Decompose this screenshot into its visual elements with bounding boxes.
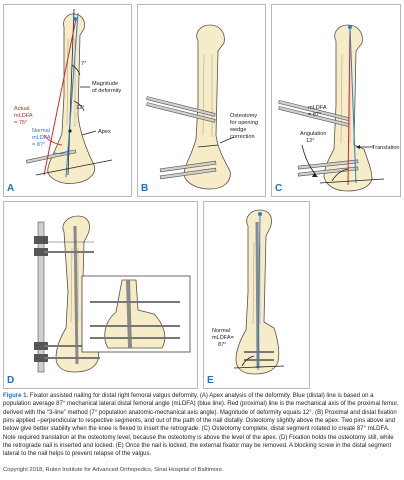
figure-caption: Figure 1. Fixator assisted nailing for d…: [3, 392, 401, 459]
proximal-mechanical-axis: [43, 18, 77, 176]
panel-c-illustration: mLDFA = 87° Angulation 12° Translation: [278, 24, 399, 192]
hip-center-point: [348, 25, 352, 29]
external-fixator-bar: [37, 221, 45, 373]
actual-angle-arc: [43, 134, 63, 146]
label-normal-2: mLDFA: [32, 135, 51, 141]
label-actual-3: = 75°: [14, 120, 27, 126]
label-actual-2: mLDFA: [14, 113, 33, 119]
mechanical-axis-red: [347, 26, 351, 186]
label-mldfa: mLDFA: [308, 105, 327, 111]
label-normal: Normal: [32, 128, 50, 134]
label-osteotomy-4: correction: [230, 134, 255, 140]
femur-bone: [323, 24, 373, 192]
retrograde-nail: [255, 221, 260, 369]
label-osteotomy: Osteotomy: [230, 113, 257, 119]
panel-letter-a: A: [7, 183, 15, 194]
fixator-clamp: [34, 354, 48, 362]
deformity-angle-arc: [73, 100, 85, 112]
anatomic-axis-line: [67, 8, 75, 176]
joint-line: [35, 159, 113, 176]
copyright-notice: Copyright 2018, Rubin Institute for Adva…: [3, 467, 224, 473]
label-apex: Apex: [98, 129, 111, 135]
fixation-pin-proximal-2: [146, 102, 216, 123]
caption-heading: Figure 1.: [3, 393, 29, 399]
joint-line: [233, 365, 285, 369]
apex-point: [68, 129, 72, 133]
label-osteotomy-3: wedge: [229, 127, 246, 133]
mechanical-axis-blue: [257, 213, 261, 371]
label-mldfa-2: = 87°: [308, 112, 321, 118]
label-osteotomy-2: for opening: [230, 120, 258, 126]
hip-center-point: [73, 17, 77, 21]
retrograde-nail: [73, 225, 79, 365]
osteotomy-line: [197, 144, 219, 148]
label-angle-12: 12°: [76, 105, 84, 111]
joint-line: [319, 178, 385, 184]
fixation-pin-distal-2: [297, 166, 359, 177]
mechanical-axis-blue: [349, 26, 357, 184]
fixator-clamp: [34, 342, 48, 350]
fixator-clamp: [34, 236, 48, 244]
normal-angle-arc: [53, 150, 69, 155]
fixator-clamp: [34, 248, 48, 256]
fixation-pin-distal-2: [159, 167, 217, 180]
label-angulation: Angulation: [300, 131, 326, 137]
label-actual: Actual: [14, 106, 30, 112]
panel-letter-d: D: [7, 375, 15, 386]
panel-c: mLDFA = 87° Angulation 12° Translation C: [271, 4, 401, 197]
hip-center-point: [258, 212, 262, 216]
label-magnitude: Magnitude: [92, 81, 118, 87]
panel-letter-b: B: [141, 183, 149, 194]
label-angle-7: 7°: [81, 61, 86, 67]
panel-d-illustration: [34, 215, 191, 373]
label-normal-3: = 87°: [32, 142, 45, 148]
panel-a-illustration: 7° Magnitude of deformity 12° Actual mLD…: [14, 8, 121, 184]
caption-body: Fixator assisted nailing for distal righ…: [3, 393, 399, 458]
top-angle-arc: [71, 64, 81, 76]
panel-b: Osteotomy for opening wedge correction B: [137, 4, 266, 197]
panel-letter-c: C: [275, 183, 283, 194]
panel-d: D: [3, 201, 198, 389]
panel-a: 7° Magnitude of deformity 12° Actual mLD…: [3, 4, 132, 197]
panel-e-illustration: Normal mLDFA= 87°: [212, 209, 285, 375]
label-normal-2: mLDFA=: [212, 335, 234, 341]
fixation-pin-proximal: [146, 96, 216, 117]
inset-bone: [104, 279, 166, 349]
distal-mechanical-axis: [65, 12, 79, 178]
mldfa-angle-arc: [331, 168, 349, 182]
panel-letter-e: E: [207, 375, 214, 386]
label-normal-3: 87°: [218, 342, 226, 348]
panel-e: Normal mLDFA= 87° E: [203, 201, 310, 389]
fixation-pin-distal: [297, 159, 359, 170]
label-translation: Translation: [372, 145, 399, 151]
label-magnitude-2: of deformity: [92, 88, 121, 94]
femur-bone: [47, 13, 96, 184]
angulation-arc: [301, 144, 317, 176]
label-angulation-2: 12°: [306, 138, 314, 144]
fixation-pin-distal: [159, 160, 217, 173]
panel-b-illustration: Osteotomy for opening wedge correction: [146, 24, 258, 190]
label-normal: Normal: [212, 328, 230, 334]
